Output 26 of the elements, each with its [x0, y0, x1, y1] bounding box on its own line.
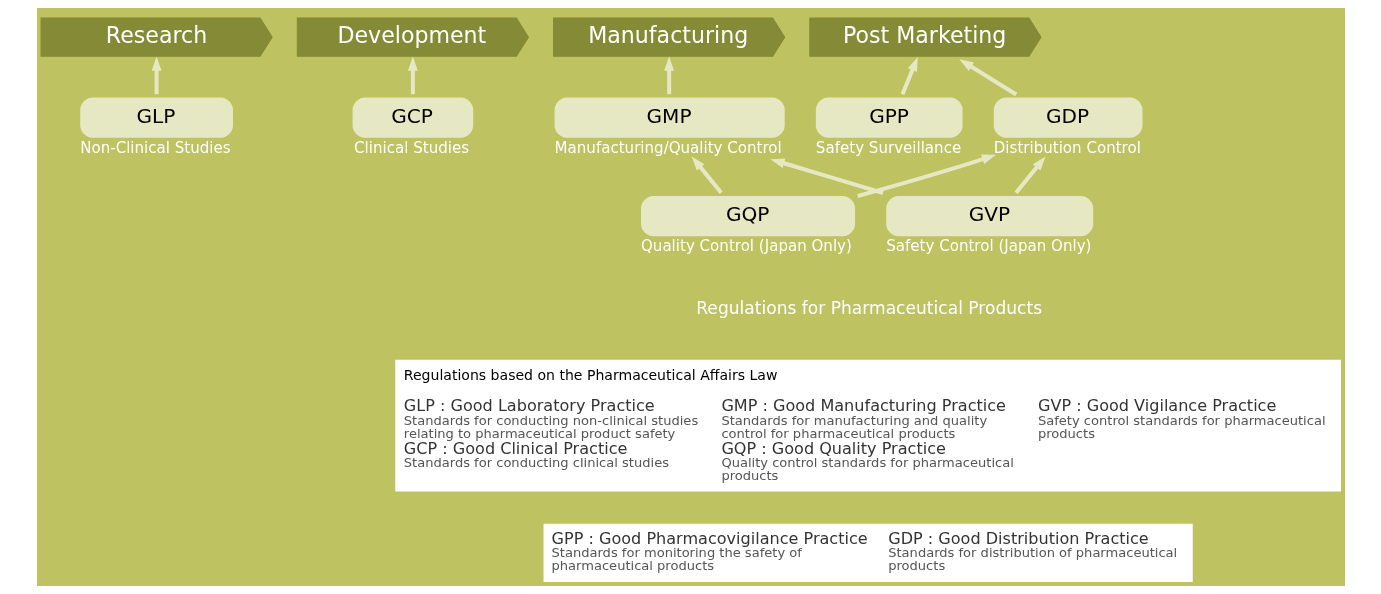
node-box: GCP — [352, 97, 473, 138]
node-label: Quality Control (Japan Only) — [640, 237, 852, 256]
node-box: GMP — [554, 97, 785, 138]
node-box: GQP — [640, 196, 855, 237]
node-label: Distribution Control — [993, 138, 1141, 157]
arrow — [407, 56, 418, 95]
node-box: GDP — [993, 97, 1142, 138]
node-box: GVP — [885, 196, 1093, 237]
arrow — [958, 59, 1017, 97]
arrow — [691, 156, 723, 194]
node-label: Safety Control (Japan Only) — [885, 237, 1091, 256]
node-box: GPP : Good Pharmacovigilance Practice Standards for monitoring the safety of pharmaceutical products GDP : Good Distribution Practice Standards for distribution of pharmaceutical products — [543, 523, 1193, 582]
arrow — [1014, 156, 1046, 194]
node-label: Manufacturing/Quality Control — [554, 138, 782, 157]
arrow — [769, 158, 884, 195]
node-label: Non-Clinical Studies — [79, 138, 231, 157]
arrow — [900, 56, 918, 95]
arrow — [663, 56, 674, 95]
node-box: Regulations based on the Pharmaceutical Affairs Law GLP : Good Laboratory Practice Standards for conducting non-clinical studies relating to pharmaceutical product safety GCP : Good Clinical Practice Standards for conducting clinical studies GMP : Good Manufacturing Practice Standards for manufacturing and quality control for pharmaceutical products GQP : Good Quality Practice Quality control standards for pharmaceutical products GVP : Good Vigilance Practice Safety control standards for pharmaceutical products — [394, 359, 1341, 492]
node-box: GPP — [815, 97, 963, 138]
node-label: Clinical Studies — [353, 138, 469, 157]
arrow — [151, 56, 162, 95]
node-box: GLP — [79, 97, 233, 138]
node-label: Safety Surveillance — [815, 138, 961, 157]
arrow — [856, 154, 996, 198]
label: Regulations for Pharmaceutical Products — [695, 297, 1042, 318]
